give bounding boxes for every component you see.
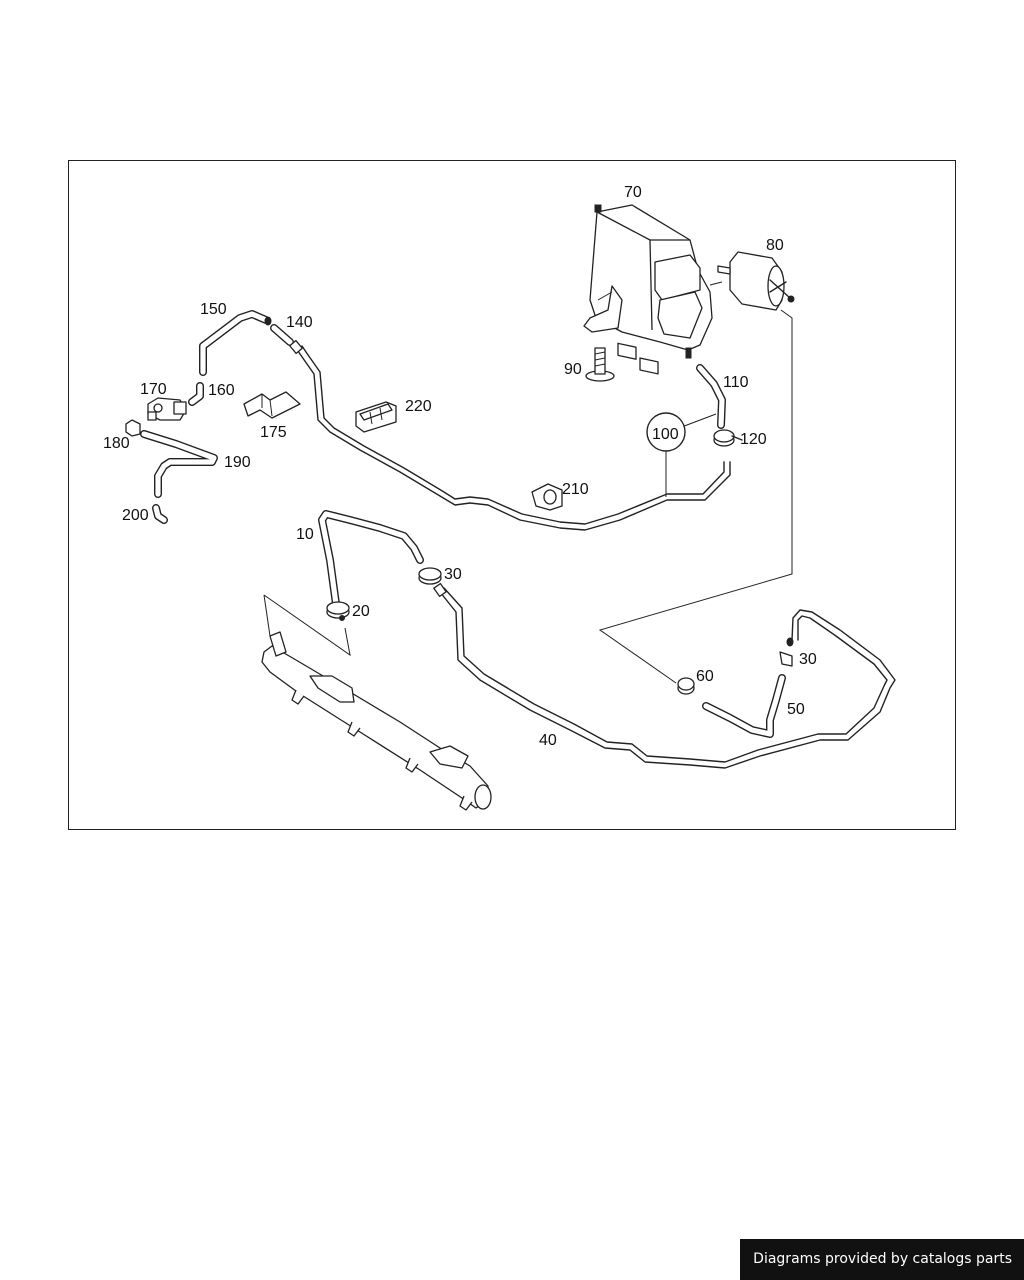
- part-150-hose[interactable]: [199, 310, 272, 376]
- fuel-line-upper[interactable]: [295, 345, 731, 531]
- label-175: 175: [260, 424, 287, 441]
- part-50-hose[interactable]: [702, 674, 786, 738]
- label-80: 80: [766, 237, 784, 254]
- part-175-bracket[interactable]: [243, 391, 301, 419]
- label-220: 220: [405, 398, 432, 415]
- label-140: 140: [286, 314, 313, 331]
- label-40: 40: [539, 732, 557, 749]
- reference-lines: [263, 309, 793, 684]
- label-30-lower: 30: [799, 651, 817, 668]
- part-10-hose[interactable]: [318, 510, 424, 608]
- part-140-hose[interactable]: [270, 324, 303, 355]
- credit-badge: Diagrams provided by catalogs parts: [740, 1239, 1024, 1280]
- part-160-hose[interactable]: [188, 382, 204, 406]
- label-20: 20: [352, 603, 370, 620]
- part-180-cap[interactable]: [125, 419, 141, 437]
- label-70: 70: [624, 184, 642, 201]
- part-210-clip[interactable]: [531, 483, 563, 511]
- part-80-fuel-filter[interactable]: [717, 251, 795, 311]
- part-30-clamp-lower[interactable]: [779, 637, 794, 667]
- label-200: 200: [122, 507, 149, 524]
- label-150: 150: [200, 301, 227, 318]
- fuel-rail[interactable]: [261, 631, 492, 811]
- label-160: 160: [208, 382, 235, 399]
- part-200-elbow[interactable]: [152, 504, 168, 524]
- label-110: 110: [723, 374, 749, 391]
- label-170: 170: [140, 381, 167, 398]
- label-60: 60: [696, 668, 714, 685]
- label-30-upper: 30: [444, 566, 462, 583]
- label-120: 120: [740, 431, 767, 448]
- part-90-bolt[interactable]: [585, 347, 615, 382]
- part-30-clamp-upper[interactable]: [418, 567, 442, 585]
- part-120-clamp[interactable]: [713, 429, 743, 447]
- label-210: 210: [562, 481, 589, 498]
- label-180: 180: [103, 435, 130, 452]
- part-110-hose[interactable]: [696, 364, 726, 429]
- label-190: 190: [224, 454, 251, 471]
- label-100: 100: [652, 426, 679, 443]
- part-labels: 70 80 90 110 120 100 210 220 175 150 140…: [103, 184, 817, 749]
- fuel-line-40[interactable]: [433, 582, 896, 769]
- label-50: 50: [787, 701, 805, 718]
- part-100-pipe-ref[interactable]: [646, 412, 686, 452]
- label-90: 90: [564, 361, 582, 378]
- part-190-hose[interactable]: [140, 430, 218, 498]
- part-220-clip[interactable]: [355, 401, 397, 433]
- part-70-fuel-canister[interactable]: [583, 204, 723, 375]
- part-20-clamp[interactable]: [326, 601, 350, 621]
- label-10: 10: [296, 526, 314, 543]
- diagram-frame: [68, 160, 956, 830]
- part-170-valve[interactable]: [147, 397, 187, 421]
- part-60-clamp[interactable]: [677, 677, 695, 695]
